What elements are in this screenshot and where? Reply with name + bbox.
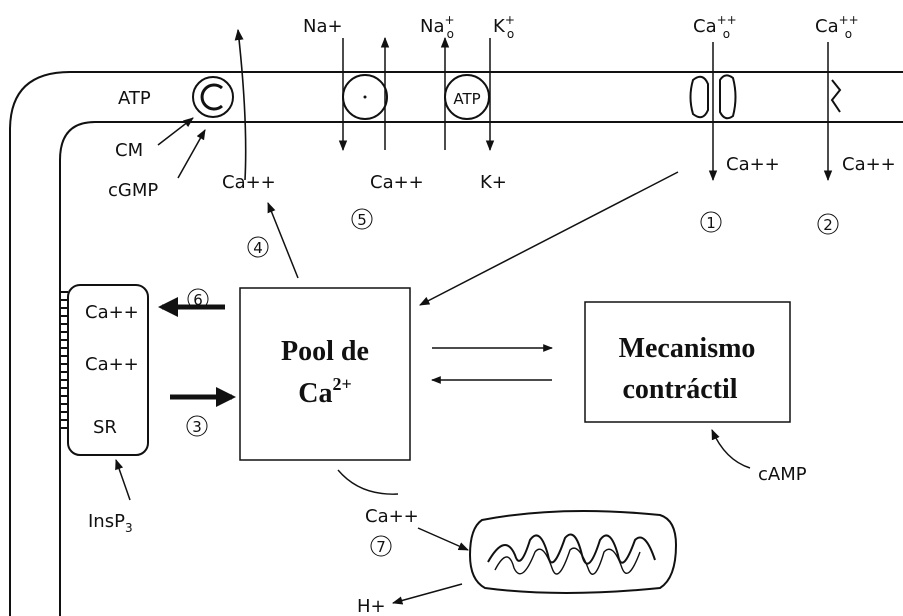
ca-o-2-label: Ca++o [815,13,859,41]
h-efflux-arrow [391,583,463,605]
svg-text:5: 5 [357,211,367,229]
channel-to-pool-arrow [419,171,679,306]
ca-atpase-pump [192,76,234,118]
cgmp-label: cGMP [108,180,158,201]
step-1: 1 [700,211,722,233]
contractile-mechanism-box [584,301,791,423]
svg-text:3: 3 [192,418,202,436]
na-in-label: Na+ [303,16,343,37]
k-in-label: K+ [480,172,507,193]
mitochondrion [468,510,678,594]
step-7: 7 [370,535,392,557]
svg-text:7: 7 [376,538,386,556]
contractile-line1: Mecanismo [619,333,756,364]
svg-text:2: 2 [823,216,833,234]
sr-label: SR [93,417,117,438]
cm-arrow [157,117,194,146]
ca-channel-2 [830,79,842,113]
svg-text:6: 6 [193,291,203,309]
cell-membrane-outer [9,71,903,616]
step-3: 3 [186,415,208,437]
step-4: 4 [247,236,269,258]
ca-pool-box [239,287,411,461]
ca-exchanger-label: Ca++ [370,172,424,193]
ca-efflux-label: Ca++ [222,172,276,193]
camp-arrow [711,429,751,469]
sr-ca-top: Ca++ [85,302,139,323]
cgmp-arrow [177,129,206,179]
svg-text:4: 4 [253,239,263,257]
insp3-arrow [115,459,131,501]
na-o-label: Na+o [420,13,455,41]
step-5: 5 [351,208,373,230]
ca-to-mito-arrow [417,527,469,551]
camp-label: cAMP [758,464,807,485]
mito-h-label: H+ [357,596,386,616]
ca-o-1-label: Ca++o [693,13,737,41]
cm-label: CM [115,140,143,161]
sarcoplasmic-reticulum [67,284,149,456]
step-2: 2 [817,213,839,235]
mito-ca-label: Ca++ [365,506,419,527]
pool-title-line1: Pool de [281,336,369,367]
sr-ca-mid: Ca++ [85,354,139,375]
ca-in-1-label: Ca++ [726,154,780,175]
insp3-label: InsP3 [88,511,133,535]
ca-in-2-label: Ca++ [842,154,896,175]
k-o-label: K+o [493,13,515,41]
ca-channel-1 [689,74,737,120]
cell-membrane-inner [59,121,903,616]
atpase-label: ATP [453,90,480,108]
ca-efflux-arrow [234,28,247,181]
pool-ca-to-mito-line [337,469,399,495]
pool-title-line2: Ca2+ [298,374,352,409]
contractile-line2: contráctil [622,374,737,405]
sr-membrane-junction [60,291,68,429]
pool-to-efflux-arrow [267,202,299,279]
pump-atp-label: ATP [118,88,151,109]
svg-text:1: 1 [706,214,716,232]
